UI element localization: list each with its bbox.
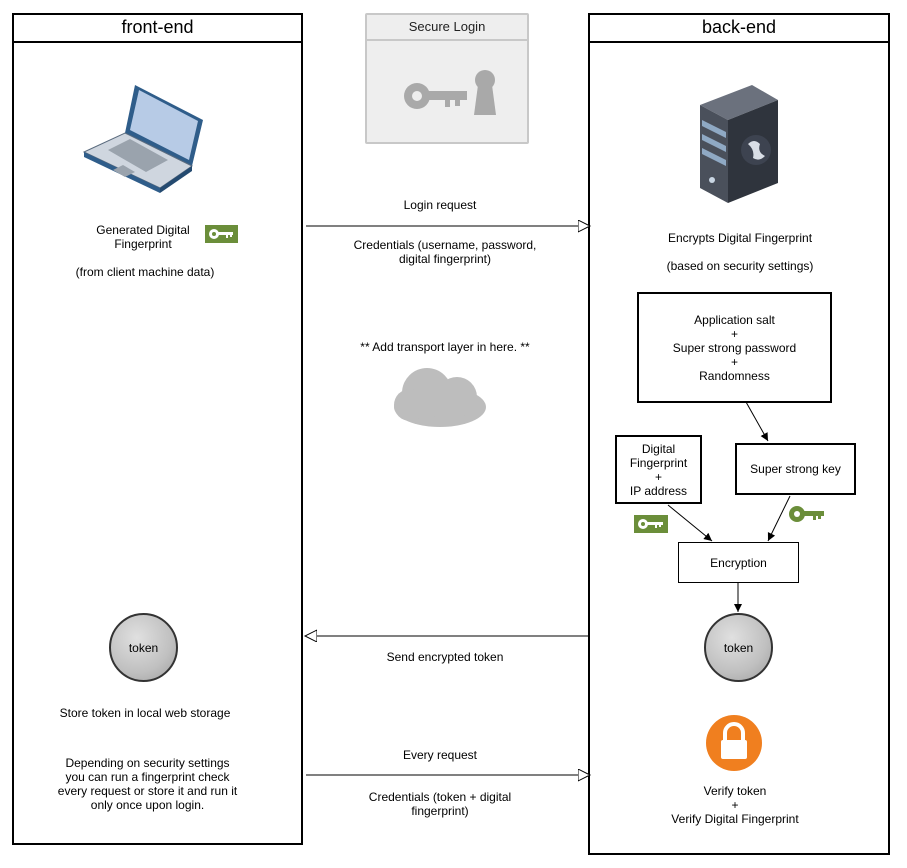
- lock-icon: [706, 715, 762, 771]
- fingerprint-key-icon: [205, 225, 238, 243]
- fingerprint-label: Generated Digital Fingerprint: [96, 223, 190, 251]
- credentials-login-label: Credentials (username, password, digital…: [353, 238, 537, 266]
- store-token-text: Store token in local web storage: [59, 706, 231, 720]
- backend-token: token: [704, 613, 773, 682]
- fingerprint-box: Digital Fingerprint + IP address: [615, 435, 702, 504]
- frontend-token-label: token: [128, 640, 159, 655]
- keyhole-icon: [474, 70, 496, 115]
- encryption-box: Encryption: [678, 542, 799, 583]
- backend-lane: back-end: [588, 13, 890, 855]
- fingerprint-to-encryption-connector: [667, 504, 713, 542]
- send-token-label: Send encrypted token: [386, 650, 504, 664]
- fingerprint-key-small-icon: [634, 515, 668, 533]
- secure-login-key-icon: [404, 83, 467, 109]
- laptop-icon: [82, 85, 203, 193]
- secure-login-panel: Secure Login: [365, 13, 529, 144]
- strong-key-icon: [789, 506, 824, 522]
- credentials-every-label: Credentials (token + digital fingerprint…: [368, 790, 512, 818]
- backend-token-label: token: [723, 640, 754, 655]
- cloud-icon: [394, 368, 486, 427]
- salt-to-key-connector: [745, 401, 769, 442]
- frontend-token: token: [109, 613, 178, 682]
- transport-note: ** Add transport layer in here. **: [360, 340, 530, 354]
- based-on-label: (based on security settings): [666, 259, 814, 273]
- every-request-label: Every request: [402, 748, 478, 762]
- verify-label: Verify token + Verify Digital Fingerprin…: [671, 784, 799, 826]
- fingerprint-source: (from client machine data): [75, 265, 215, 279]
- key-to-encryption-connector: [767, 495, 791, 542]
- frontend-lane-title: front-end: [14, 15, 301, 43]
- salt-box: Application salt + Super strong password…: [637, 292, 832, 403]
- strong-key-box: Super strong key: [735, 443, 856, 495]
- encrypts-label: Encrypts Digital Fingerprint: [667, 231, 813, 245]
- backend-lane-title: back-end: [590, 15, 888, 43]
- server-icon: [700, 85, 778, 203]
- login-request-label: Login request: [403, 198, 477, 212]
- security-note: Depending on security settings you can r…: [57, 756, 238, 812]
- secure-login-title: Secure Login: [367, 15, 527, 41]
